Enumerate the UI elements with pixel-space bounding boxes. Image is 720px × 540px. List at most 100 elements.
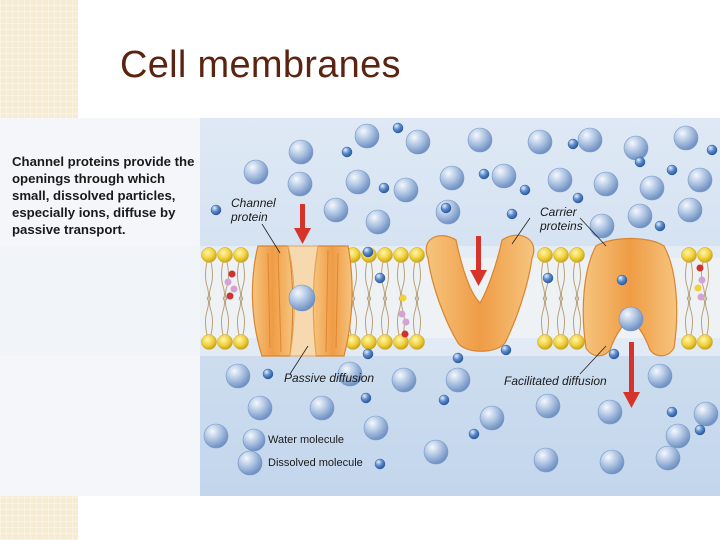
water-molecule (225, 363, 251, 389)
water-molecule (593, 171, 619, 197)
dissolved-molecule (468, 428, 480, 440)
channel-protein (251, 245, 353, 357)
molecule-in-carrier (618, 306, 644, 332)
water-molecule (687, 167, 713, 193)
legend-dissolved-swatch (237, 450, 263, 476)
water-molecule (665, 423, 691, 449)
lipid-head (681, 334, 697, 350)
water-molecule (577, 127, 603, 153)
water-molecule (288, 139, 314, 165)
water-molecule (655, 445, 681, 471)
lipid-head (361, 334, 377, 350)
water-molecule (309, 395, 335, 421)
lipid-head (393, 334, 409, 350)
dissolved-molecule (542, 272, 554, 284)
dissolved-molecule (506, 208, 518, 220)
water-molecule (391, 367, 417, 393)
lipid-head (553, 334, 569, 350)
water-molecules (203, 123, 719, 475)
water-molecule (337, 361, 363, 387)
lipid-head (409, 247, 425, 263)
water-molecule (533, 447, 559, 473)
label-passive-diffusion: Passive diffusion (284, 371, 375, 385)
dissolved-molecule (694, 424, 706, 436)
lipid-head (201, 247, 217, 263)
water-molecule (365, 209, 391, 235)
legend-water-swatch (242, 428, 266, 452)
lipid-head (377, 334, 393, 350)
transport-arrows (294, 204, 640, 408)
lipid-head (569, 334, 585, 350)
water-molecule (243, 159, 269, 185)
water-molecule (535, 393, 561, 419)
water-molecule (439, 165, 465, 191)
figure-caption: Channel proteins provide the openings th… (12, 154, 195, 237)
dissolved-molecule (378, 182, 390, 194)
lipid-heads-bottom (201, 334, 713, 350)
dissolved-molecules (210, 122, 718, 470)
lipid-head (377, 247, 393, 263)
lipid-head (537, 247, 553, 263)
water-molecule (405, 129, 431, 155)
dissolved-molecule (438, 394, 450, 406)
water-molecule (393, 177, 419, 203)
dissolved-molecule (608, 348, 620, 360)
slide-title: Cell membranes (120, 44, 401, 86)
label-facilitated-diffusion: Facilitated diffusion (504, 374, 607, 388)
membrane-diagram: Channel proteins provide the openings th… (0, 118, 720, 496)
water-molecule (363, 415, 389, 441)
label-carrier-proteins: Carrier proteins (540, 205, 583, 233)
lipid-head (681, 247, 697, 263)
dissolved-molecule (362, 246, 374, 258)
dissolved-molecule (616, 274, 628, 286)
water-molecule (647, 363, 673, 389)
lipid-head (697, 334, 713, 350)
water-molecule (247, 395, 273, 421)
dissolved-molecule (567, 138, 579, 150)
legend-dissolved-label: Dissolved molecule (268, 457, 363, 469)
lipid-head (201, 334, 217, 350)
water-molecule (639, 175, 665, 201)
lipid-head (697, 247, 713, 263)
water-molecule (673, 125, 699, 151)
dissolved-molecule (706, 144, 718, 156)
dissolved-molecule (654, 220, 666, 232)
dissolved-molecule (440, 202, 452, 214)
water-molecule (287, 171, 313, 197)
dissolved-molecule (362, 348, 374, 360)
water-molecule (677, 197, 703, 223)
lipid-head (409, 334, 425, 350)
dissolved-molecule (374, 272, 386, 284)
lipid-head (553, 247, 569, 263)
carrier-protein-open-top (425, 234, 535, 352)
legend-water-label: Water molecule (268, 434, 345, 446)
dissolved-molecule (392, 122, 404, 134)
dissolved-molecule (500, 344, 512, 356)
water-molecule (467, 127, 493, 153)
lipid-head (217, 334, 233, 350)
water-molecule (627, 203, 653, 229)
dissolved-molecule (634, 156, 646, 168)
carrier-protein-open-bottom (582, 237, 678, 357)
dissolved-molecule (210, 204, 222, 216)
molecule-in-channel (288, 284, 316, 312)
dissolved-molecule (374, 458, 386, 470)
lipid-head (233, 247, 249, 263)
water-molecule (547, 167, 573, 193)
water-molecule (599, 449, 625, 475)
label-channel-protein: Channel protein (231, 196, 276, 224)
water-molecule (597, 399, 623, 425)
water-molecule (527, 129, 553, 155)
dissolved-molecule (341, 146, 353, 158)
water-molecule (423, 439, 449, 465)
lipid-head (393, 247, 409, 263)
dissolved-molecule (519, 184, 531, 196)
lipid-head (537, 334, 553, 350)
water-molecule (345, 169, 371, 195)
dissolved-molecule (666, 406, 678, 418)
dissolved-molecule (360, 392, 372, 404)
water-molecule (491, 163, 517, 189)
lipid-head (569, 247, 585, 263)
water-molecule (203, 423, 229, 449)
water-molecule (323, 197, 349, 223)
